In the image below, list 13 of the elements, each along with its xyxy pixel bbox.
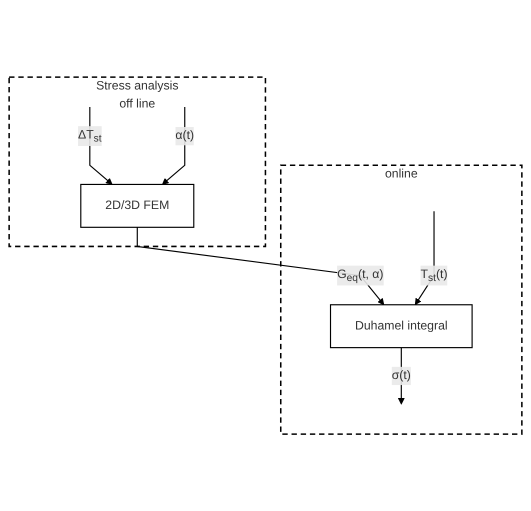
arrow: [136, 227, 384, 305]
arrow: [162, 106, 186, 185]
edge-label: α(t): [175, 129, 194, 142]
node-box: [330, 304, 473, 348]
edge-label: σ(t): [392, 368, 411, 382]
node-box: [80, 184, 194, 228]
cluster: [280, 164, 523, 435]
edge-label: G$_{eq}$(t, α): [337, 268, 384, 284]
arrow: [89, 106, 113, 185]
edge-label: ΔT$_{st}$: [78, 128, 102, 144]
edge-label: T$_{st}$(t): [420, 268, 448, 284]
cluster: [8, 76, 266, 248]
flow-diagram: online Stress analysis off line ΔT$_{st}$ α(t) G$_{eq}$(t, α) T$_{st}$(t) σ(t) 2D/3D FEM Duhamel integral: [3, 70, 528, 440]
